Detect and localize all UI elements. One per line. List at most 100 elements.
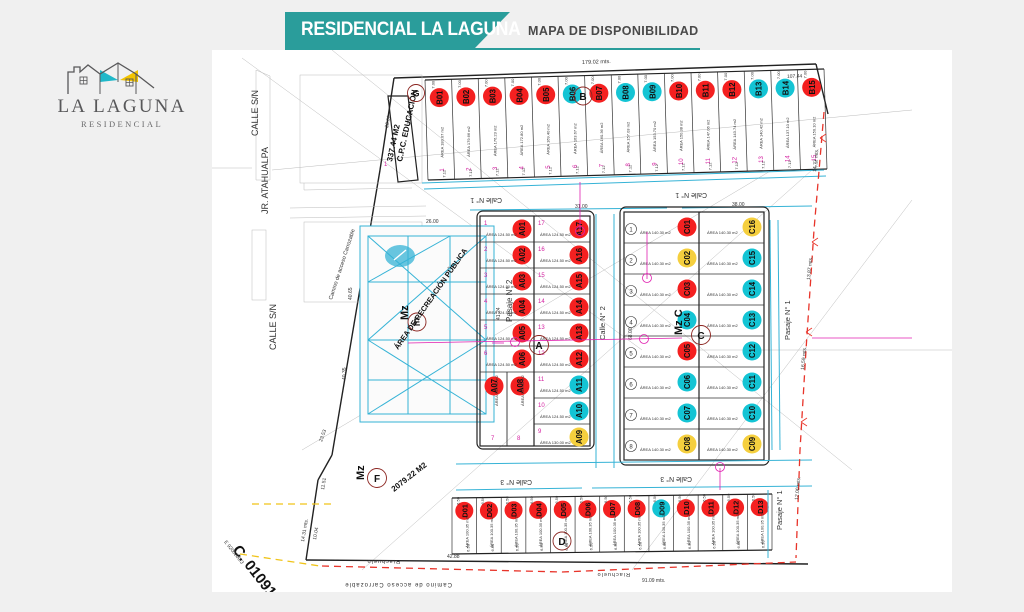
- lot-marker-d05[interactable]: [553, 500, 572, 519]
- lot-marker-d01[interactable]: [455, 501, 474, 520]
- lot-marker-c07[interactable]: [677, 403, 697, 423]
- lot-marker-b07[interactable]: [589, 83, 609, 103]
- lot-marker-d07[interactable]: [603, 500, 621, 518]
- lot-marker-b02[interactable]: [456, 87, 476, 107]
- lot-marker-c05[interactable]: [677, 341, 697, 361]
- lot-area-a07: ÁREA 130.00 m2: [494, 375, 499, 406]
- dim-top-main: 179.02 mts.: [582, 59, 611, 66]
- block-marker-d[interactable]: D: [552, 531, 572, 551]
- lot-number-c08: 8: [629, 445, 633, 451]
- lot-dim: 7.12: [761, 160, 766, 169]
- lot-marker-a01[interactable]: [512, 219, 532, 239]
- lot-dim: 7.12: [548, 166, 553, 175]
- lot-marker-c08[interactable]: [677, 434, 697, 454]
- lot-marker-b12[interactable]: [722, 80, 742, 100]
- lot-marker-b15[interactable]: [802, 77, 822, 97]
- lot-area-d09: ÁREA 100.35 m2: [661, 514, 666, 545]
- lot-dim: 7.00: [457, 79, 462, 88]
- lot-marker-b08[interactable]: [616, 83, 635, 102]
- lot-marker-d09[interactable]: [652, 499, 671, 518]
- lot-marker-a09[interactable]: [569, 427, 589, 447]
- lot-marker-c11[interactable]: [742, 372, 762, 392]
- block-marker-g[interactable]: G: [407, 84, 425, 102]
- lot-marker-b01[interactable]: [429, 88, 449, 108]
- lot-number-a01: 1: [484, 221, 488, 227]
- lot-marker-a04[interactable]: [512, 297, 532, 317]
- block-marker-a[interactable]: A: [529, 335, 549, 355]
- parcel-mz-e-park[interactable]: Mz E ÁREA DE RECREACIÓN PÚBLICA 26.00 41…: [342, 219, 502, 423]
- street-label-calle1-b: Calle N° 1: [675, 191, 707, 199]
- utility-lines: [407, 182, 912, 490]
- lot-circle-num-c03: 3: [625, 285, 637, 297]
- lot-area-a05: ÁREA 124.50 m2: [486, 336, 517, 341]
- lot-marker-d12[interactable]: [726, 498, 745, 517]
- lot-marker-b05[interactable]: [536, 85, 556, 105]
- lot-marker-a02[interactable]: [512, 245, 532, 265]
- lot-marker-c16[interactable]: [742, 217, 762, 237]
- banner-underline: [285, 48, 700, 51]
- lot-marker-d13[interactable]: [750, 498, 769, 517]
- lot-marker-c01[interactable]: [677, 217, 697, 237]
- logo-name: LA LAGUNA: [57, 96, 187, 117]
- lot-marker-d04[interactable]: [529, 500, 548, 519]
- lot-marker-c03[interactable]: [677, 279, 697, 299]
- dim-1200: 12.00 mts.: [794, 476, 802, 500]
- lot-marker-c12[interactable]: [742, 341, 762, 361]
- parcel-educacion[interactable]: C.P.C. EDUCACIÓN 337.44 M2 27.05 26.00 1: [384, 89, 419, 183]
- lot-marker-b14[interactable]: [775, 78, 795, 98]
- lot-marker-d02[interactable]: [479, 501, 498, 520]
- lot-marker-a07[interactable]: [484, 376, 504, 396]
- lot-marker-b11[interactable]: [695, 80, 715, 100]
- dim-1387: 13.87 mts.: [806, 256, 814, 280]
- lot-marker-c04[interactable]: [677, 310, 697, 330]
- lot-marker-a12[interactable]: [569, 349, 589, 369]
- riachuelo-label-a: Riachuelo: [597, 571, 630, 577]
- lot-marker-a15[interactable]: [569, 271, 589, 291]
- lot-marker-b03[interactable]: [483, 86, 502, 106]
- availability-map[interactable]: CALLE S/N JR. ATAHUALPA CALLE S/N Camino…: [212, 50, 952, 592]
- lot-marker-a11[interactable]: [569, 375, 589, 395]
- lot-dim: 6.50: [515, 543, 520, 552]
- lot-marker-c02[interactable]: [677, 248, 697, 268]
- lot-area-d04: ÁREA 100.35 m2: [538, 515, 543, 546]
- lot-area-c05: ÁREA 140.30 m2: [640, 354, 671, 359]
- block-marker-c[interactable]: C: [691, 325, 711, 345]
- lot-marker-c10[interactable]: [742, 403, 762, 423]
- lot-area-a02: ÁREA 124.50 m2: [486, 258, 517, 263]
- lot-marker-d10[interactable]: [676, 499, 695, 518]
- block-marker-f[interactable]: F: [367, 468, 387, 488]
- lot-marker-c09[interactable]: [742, 434, 762, 454]
- block-marker-e[interactable]: E: [407, 312, 427, 332]
- parcel-mz-f[interactable]: Mz F 2079.22 M2 23.53 11.51 10.04 14.31 …: [300, 429, 460, 560]
- lot-number-b10: 10: [679, 158, 685, 165]
- lot-marker-a13[interactable]: [569, 323, 589, 343]
- lot-marker-d06[interactable]: [578, 500, 597, 519]
- lot-marker-c13[interactable]: [742, 310, 762, 330]
- lot-marker-c15[interactable]: [742, 248, 762, 268]
- lot-marker-a08[interactable]: [510, 376, 530, 396]
- lot-marker-b10[interactable]: [669, 81, 689, 101]
- lot-marker-c06[interactable]: [677, 372, 697, 392]
- block-marker-b[interactable]: B: [573, 86, 593, 106]
- lot-marker-a10[interactable]: [569, 401, 589, 421]
- lot-marker-b13[interactable]: [749, 79, 768, 99]
- lot-marker-d11[interactable]: [701, 498, 720, 517]
- lot-marker-a14[interactable]: [569, 297, 589, 317]
- lot-marker-a06[interactable]: [512, 349, 532, 369]
- lot-marker-a03[interactable]: [512, 271, 532, 291]
- lot-marker-d03[interactable]: [504, 501, 523, 520]
- lot-marker-d08[interactable]: [627, 499, 646, 518]
- lot-marker-a16[interactable]: [569, 245, 589, 265]
- lot-area-a03: ÁREA 124.50 m2: [486, 284, 517, 289]
- svg-text:F: F: [374, 474, 380, 485]
- lot-dim: 7.12: [521, 167, 526, 176]
- map-drawing[interactable]: CALLE S/N JR. ATAHUALPA CALLE S/N Camino…: [212, 50, 952, 592]
- lot-marker-b09[interactable]: [642, 82, 662, 102]
- lot-marker-c14[interactable]: [742, 279, 762, 299]
- lot-number-c03: 3: [629, 290, 633, 296]
- lot-marker-b04[interactable]: [509, 85, 529, 105]
